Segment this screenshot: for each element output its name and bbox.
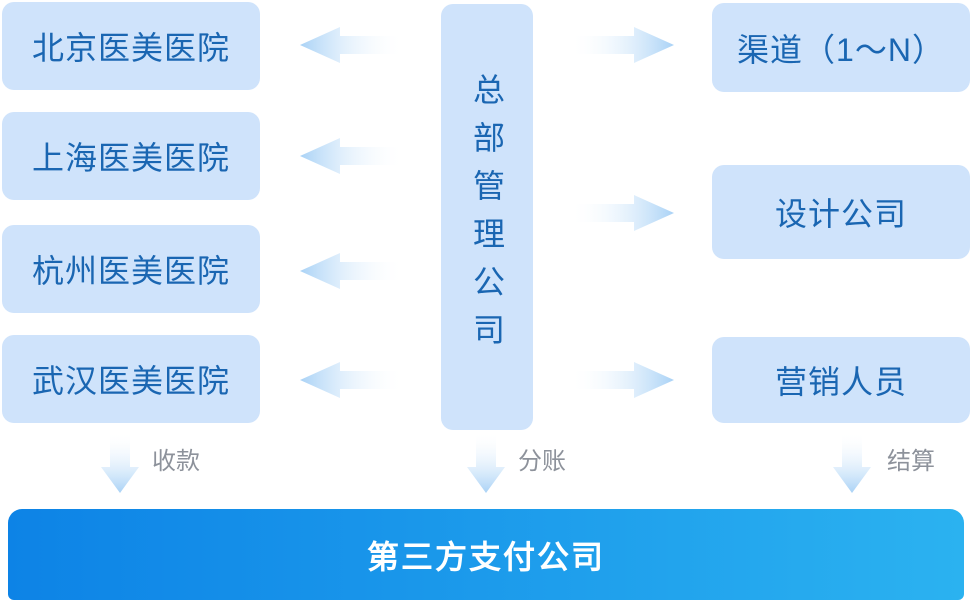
arrow-left-icon: [300, 27, 404, 63]
arrow-right-icon: [570, 27, 674, 63]
node-design-company: 设计公司: [712, 165, 970, 259]
arrow-down-icon: [467, 434, 505, 493]
node-beijing-hospital: 北京医美医院: [2, 2, 260, 90]
arrow-right-icon: [570, 362, 674, 398]
flow-label-split: 分账: [518, 448, 566, 475]
node-label: 营销人员: [774, 364, 907, 400]
node-wuhan-hospital: 武汉医美医院: [2, 335, 260, 423]
node-shanghai-hospital: 上海医美医院: [2, 112, 260, 200]
flow-label-collect: 收款: [152, 448, 200, 475]
node-channels: 渠道（1～N）: [712, 3, 970, 92]
node-label: 杭州医美医院: [31, 253, 230, 289]
node-label: 第三方支付公司: [366, 538, 605, 575]
node-hangzhou-hospital: 杭州医美医院: [2, 225, 260, 313]
arrow-left-icon: [300, 362, 404, 398]
arrow-down-icon: [833, 434, 871, 493]
arrow-left-icon: [300, 138, 404, 174]
node-label: 渠道（1～N）: [737, 31, 945, 68]
node-label: 上海医美医院: [31, 140, 230, 176]
node-label: 总部管理公司: [469, 73, 505, 361]
arrow-right-icon: [570, 195, 674, 231]
flow-label-settle: 结算: [887, 448, 935, 475]
arrow-down-icon: [101, 434, 139, 493]
arrow-left-icon: [300, 253, 404, 289]
node-label: 武汉医美医院: [31, 363, 230, 399]
node-marketing-staff: 营销人员: [712, 337, 970, 423]
node-third-party-payment: 第三方支付公司: [8, 509, 964, 600]
node-label: 设计公司: [774, 196, 907, 232]
node-label: 北京医美医院: [31, 30, 230, 66]
node-headquarters: 总部管理公司: [441, 4, 533, 430]
